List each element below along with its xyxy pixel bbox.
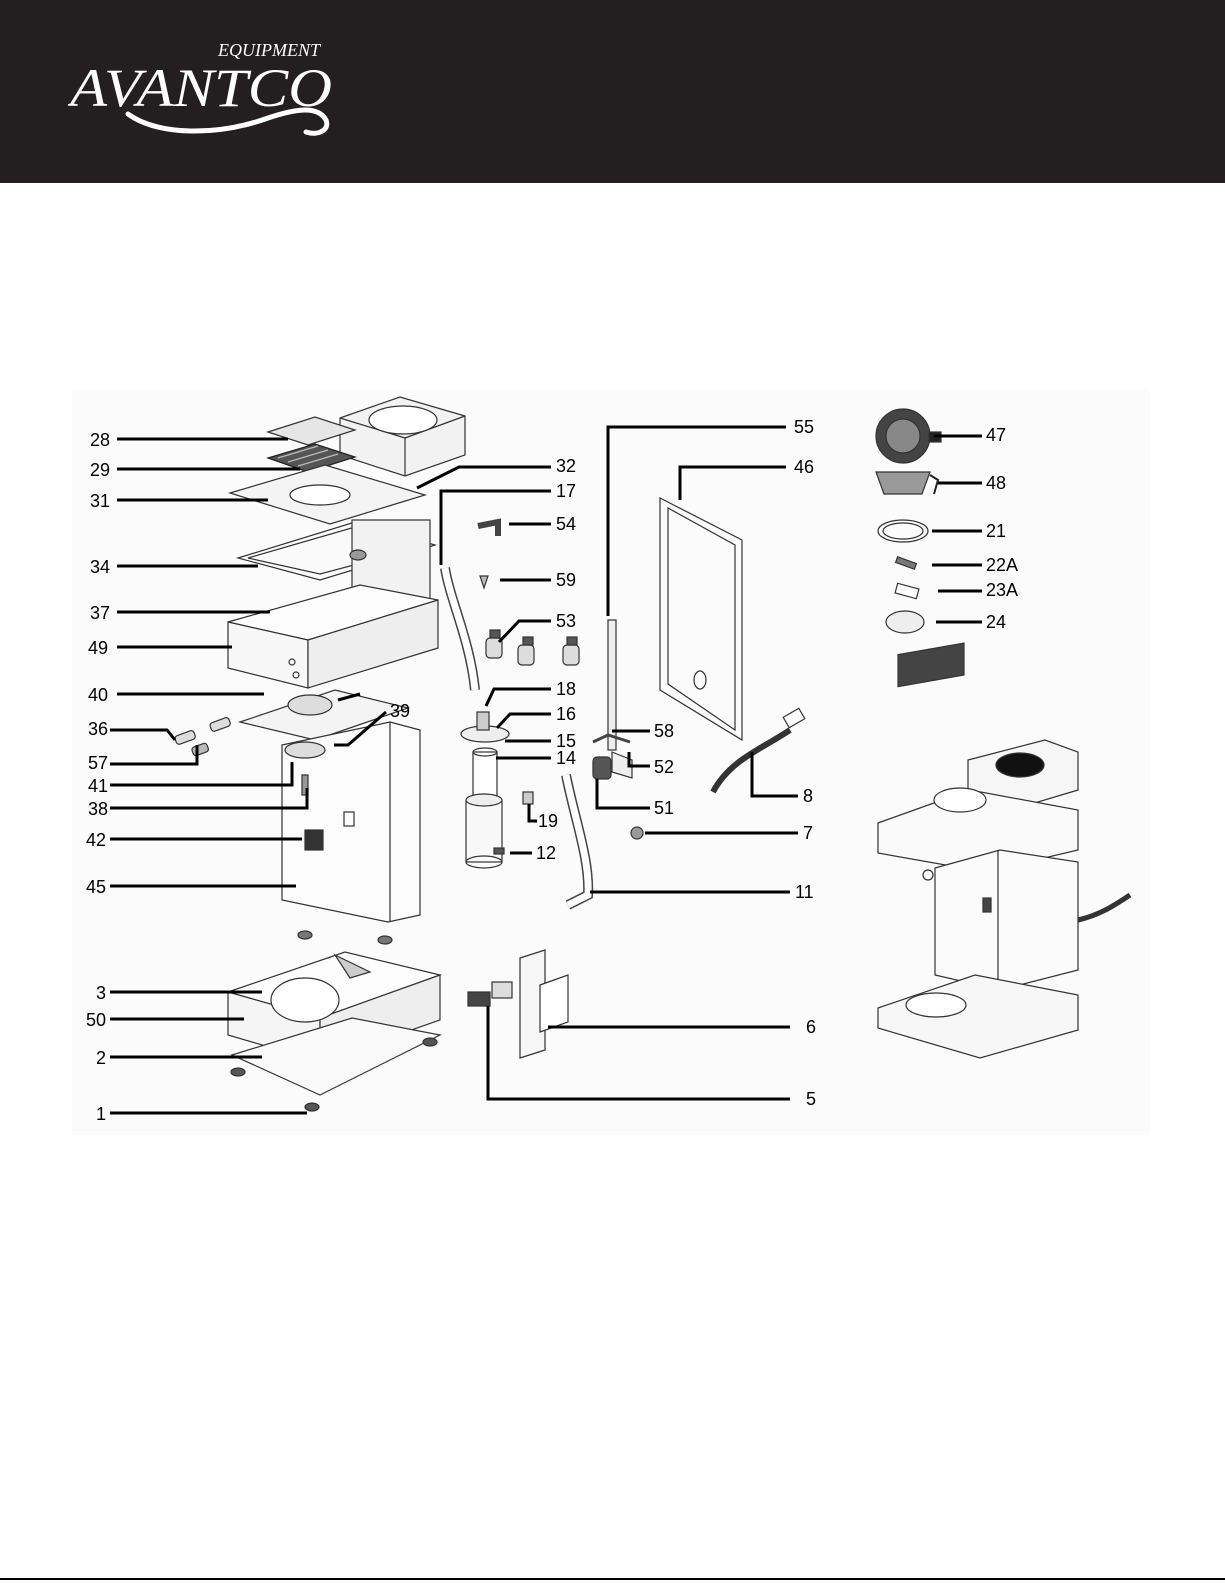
footer-rule <box>0 1578 1225 1580</box>
callout-18: 18 <box>556 679 576 699</box>
callout-55: 55 <box>794 417 814 437</box>
callout-52: 52 <box>654 757 674 777</box>
callout-58: 58 <box>654 721 674 741</box>
top-warmer-plate-drawing <box>340 397 465 476</box>
leader-19 <box>529 804 537 821</box>
small-parts-drawing <box>876 409 941 633</box>
leader-32 <box>417 467 551 488</box>
thermostat-drawing <box>523 792 533 804</box>
callout-39: 39 <box>390 701 410 721</box>
solenoid-valves-drawing <box>486 630 579 665</box>
callout-1: 1 <box>96 1104 106 1124</box>
fitting-drawing <box>478 522 498 588</box>
callout-5: 5 <box>806 1089 816 1109</box>
leader-51 <box>597 779 650 808</box>
callout-7: 7 <box>803 823 813 843</box>
callout-49: 49 <box>88 638 108 658</box>
callout-2: 2 <box>96 1048 106 1068</box>
hose-17-drawing <box>445 568 475 690</box>
leader-57 <box>110 745 197 764</box>
callout-32: 32 <box>556 456 576 476</box>
callout-53: 53 <box>556 611 576 631</box>
leader-8 <box>752 752 798 796</box>
callout-51: 51 <box>654 798 674 818</box>
callout-16: 16 <box>556 704 576 724</box>
callout-48: 48 <box>986 473 1006 493</box>
callout-6: 6 <box>806 1017 816 1037</box>
callout-8: 8 <box>803 786 813 806</box>
callout-28: 28 <box>90 430 110 450</box>
callout-19: 19 <box>538 811 558 831</box>
callout-57: 57 <box>88 753 108 773</box>
callout-36: 36 <box>88 719 108 739</box>
callout-22A: 22A <box>986 555 1018 575</box>
callout-40: 40 <box>88 685 108 705</box>
callout-59: 59 <box>556 570 576 590</box>
callout-42: 42 <box>86 830 106 850</box>
callout-38: 38 <box>88 799 108 819</box>
leader-16 <box>497 714 551 728</box>
leader-36 <box>110 730 175 740</box>
leader-46 <box>680 467 786 500</box>
callout-50: 50 <box>86 1010 106 1030</box>
callout-41: 41 <box>88 776 108 796</box>
assembled-brewer-drawing <box>878 643 1130 1058</box>
callout-17: 17 <box>556 481 576 501</box>
callout-12: 12 <box>536 843 556 863</box>
callout-3: 3 <box>96 983 106 1003</box>
callout-47: 47 <box>986 425 1006 445</box>
leader-38 <box>110 788 307 808</box>
callout-29: 29 <box>90 460 110 480</box>
back-panel-drawing <box>660 498 742 740</box>
callout-11: 11 <box>795 882 814 902</box>
callout-21: 21 <box>986 521 1006 541</box>
upper-housing-drawing <box>228 520 438 688</box>
switch-knobs-drawing <box>174 717 231 757</box>
callout-23A: 23A <box>986 580 1018 600</box>
callout-45: 45 <box>86 877 106 897</box>
callout-14: 14 <box>556 748 576 768</box>
callout-24: 24 <box>986 612 1006 632</box>
bracket-drawing <box>468 950 568 1058</box>
callout-54: 54 <box>556 514 576 534</box>
hose-11-drawing <box>566 775 588 905</box>
heater-tank-drawing <box>461 712 509 868</box>
leader-18 <box>486 689 551 706</box>
callout-37: 37 <box>90 603 110 623</box>
callout-31: 31 <box>90 491 110 511</box>
callout-34: 34 <box>90 557 110 577</box>
base-unit-drawing <box>228 931 440 1111</box>
main-body-drawing <box>282 722 420 922</box>
callout-46: 46 <box>794 457 814 477</box>
